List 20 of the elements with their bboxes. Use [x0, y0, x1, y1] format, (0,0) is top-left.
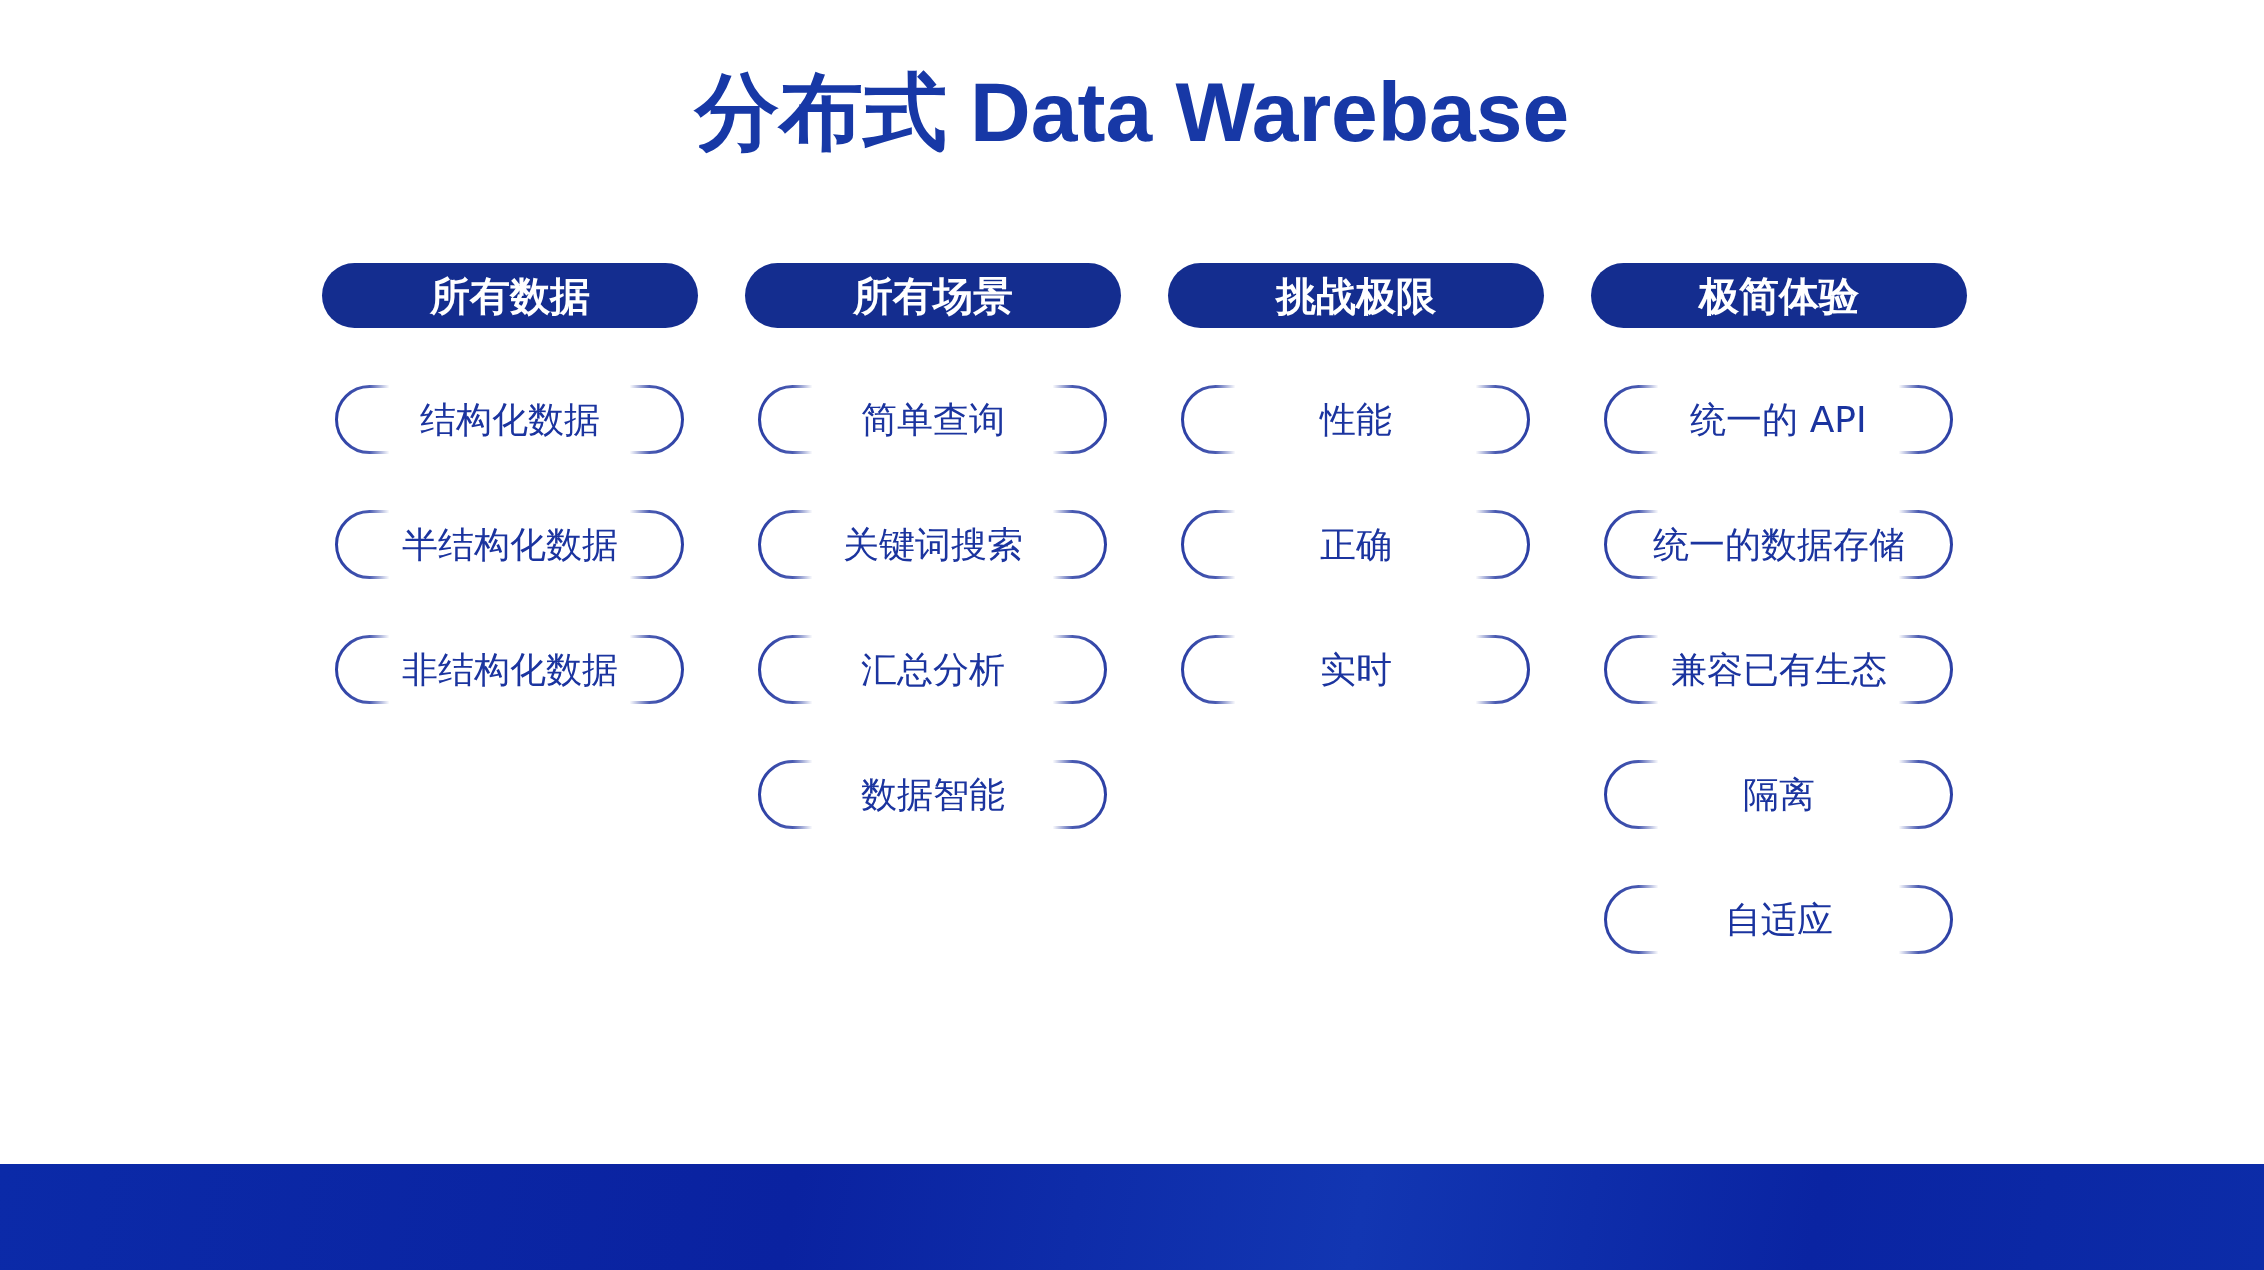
column-header-pill: 极简体验 [1591, 263, 1967, 328]
bracket-pill: 统一的 API [1604, 385, 1953, 454]
column-header-pill: 所有场景 [745, 263, 1121, 328]
bracket-pill: 正确 [1181, 510, 1530, 579]
bracket-pill: 实时 [1181, 635, 1530, 704]
bracket-pill: 数据智能 [758, 760, 1107, 829]
bracket-pill: 兼容已有生态 [1604, 635, 1953, 704]
bracket-pill: 结构化数据 [335, 385, 684, 454]
bracket-pill: 自适应 [1604, 885, 1953, 954]
bracket-pill: 统一的数据存储 [1604, 510, 1953, 579]
column-header-pill: 所有数据 [322, 263, 698, 328]
bracket-pill: 非结构化数据 [335, 635, 684, 704]
bracket-pill: 关键词搜索 [758, 510, 1107, 579]
bracket-pill: 隔离 [1604, 760, 1953, 829]
bracket-pill: 简单查询 [758, 385, 1107, 454]
bracket-pill: 性能 [1181, 385, 1530, 454]
column-header-pill: 挑战极限 [1168, 263, 1544, 328]
bracket-pill: 汇总分析 [758, 635, 1107, 704]
bracket-pill: 半结构化数据 [335, 510, 684, 579]
title: 分布式 Data Warebase [694, 70, 1570, 154]
